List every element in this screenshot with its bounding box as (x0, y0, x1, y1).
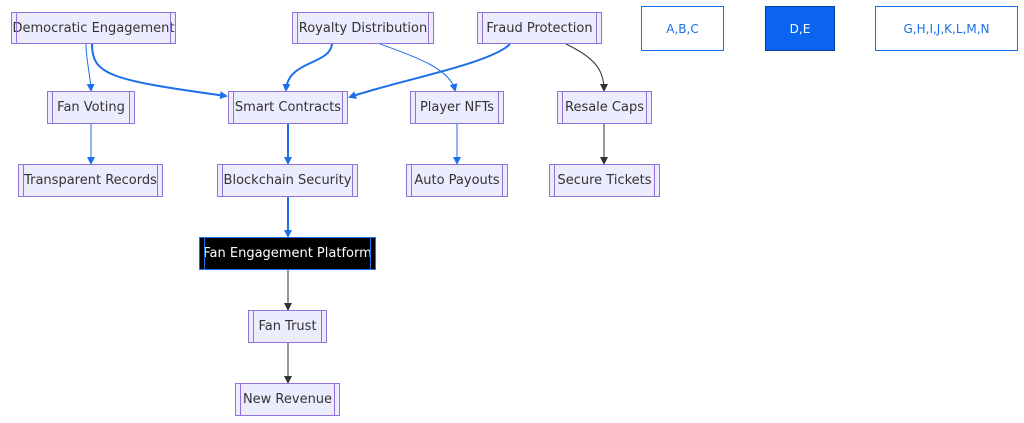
node-label: Fraud Protection (486, 20, 593, 36)
node-label: Democratic Engagement (12, 20, 175, 36)
node-label: Player NFTs (419, 100, 495, 115)
legend-box-ghn[interactable]: G,H,I,J,K,L,M,N (875, 6, 1018, 51)
legend-label: G,H,I,J,K,L,M,N (903, 21, 990, 36)
node-label: New Revenue (242, 392, 333, 407)
legend-box-abc[interactable]: A,B,C (641, 6, 724, 51)
node-label: Fan Voting (57, 100, 125, 115)
node-fraud-protection[interactable]: Fraud Protection (477, 12, 602, 44)
edge-democratic-smart (91, 43, 228, 100)
node-new-revenue[interactable]: New Revenue (235, 383, 340, 416)
node-player-nfts[interactable]: Player NFTs (410, 91, 504, 124)
legend-label: D,E (789, 21, 811, 36)
node-democratic-engagement[interactable]: Democratic Engagement (11, 12, 176, 44)
node-transparent-records[interactable]: Transparent Records (18, 164, 163, 197)
node-smart-contracts[interactable]: Smart Contracts (228, 91, 348, 124)
node-label: Royalty Distribution (298, 20, 428, 36)
node-auto-payouts[interactable]: Auto Payouts (406, 164, 508, 197)
node-fan-trust[interactable]: Fan Trust (248, 310, 327, 343)
node-label: Resale Caps (565, 100, 644, 115)
node-royalty-distribution[interactable]: Royalty Distribution (292, 12, 434, 44)
node-fan-engagement-platform[interactable]: Fan Engagement Platform (199, 237, 376, 270)
legend-box-de[interactable]: D,E (765, 6, 835, 51)
node-label: Secure Tickets (557, 173, 652, 188)
edge-fraud-smart (348, 43, 511, 99)
node-label: Blockchain Security (223, 173, 352, 188)
edge-royalty-nfts (379, 43, 458, 92)
edge-royalty-smart (282, 43, 333, 92)
node-blockchain-security[interactable]: Blockchain Security (217, 164, 358, 197)
node-label: Fan Engagement Platform (203, 246, 372, 261)
node-secure-tickets[interactable]: Secure Tickets (549, 164, 660, 197)
node-label: Transparent Records (24, 173, 157, 188)
node-label: Smart Contracts (234, 100, 342, 115)
edge-democratic-fanvoting (85, 43, 95, 92)
node-fan-voting[interactable]: Fan Voting (47, 91, 135, 124)
node-label: Fan Trust (258, 319, 317, 334)
node-resale-caps[interactable]: Resale Caps (557, 91, 652, 124)
edge-fraud-resale (565, 43, 608, 92)
node-label: Auto Payouts (414, 173, 500, 188)
legend-label: A,B,C (666, 21, 699, 36)
